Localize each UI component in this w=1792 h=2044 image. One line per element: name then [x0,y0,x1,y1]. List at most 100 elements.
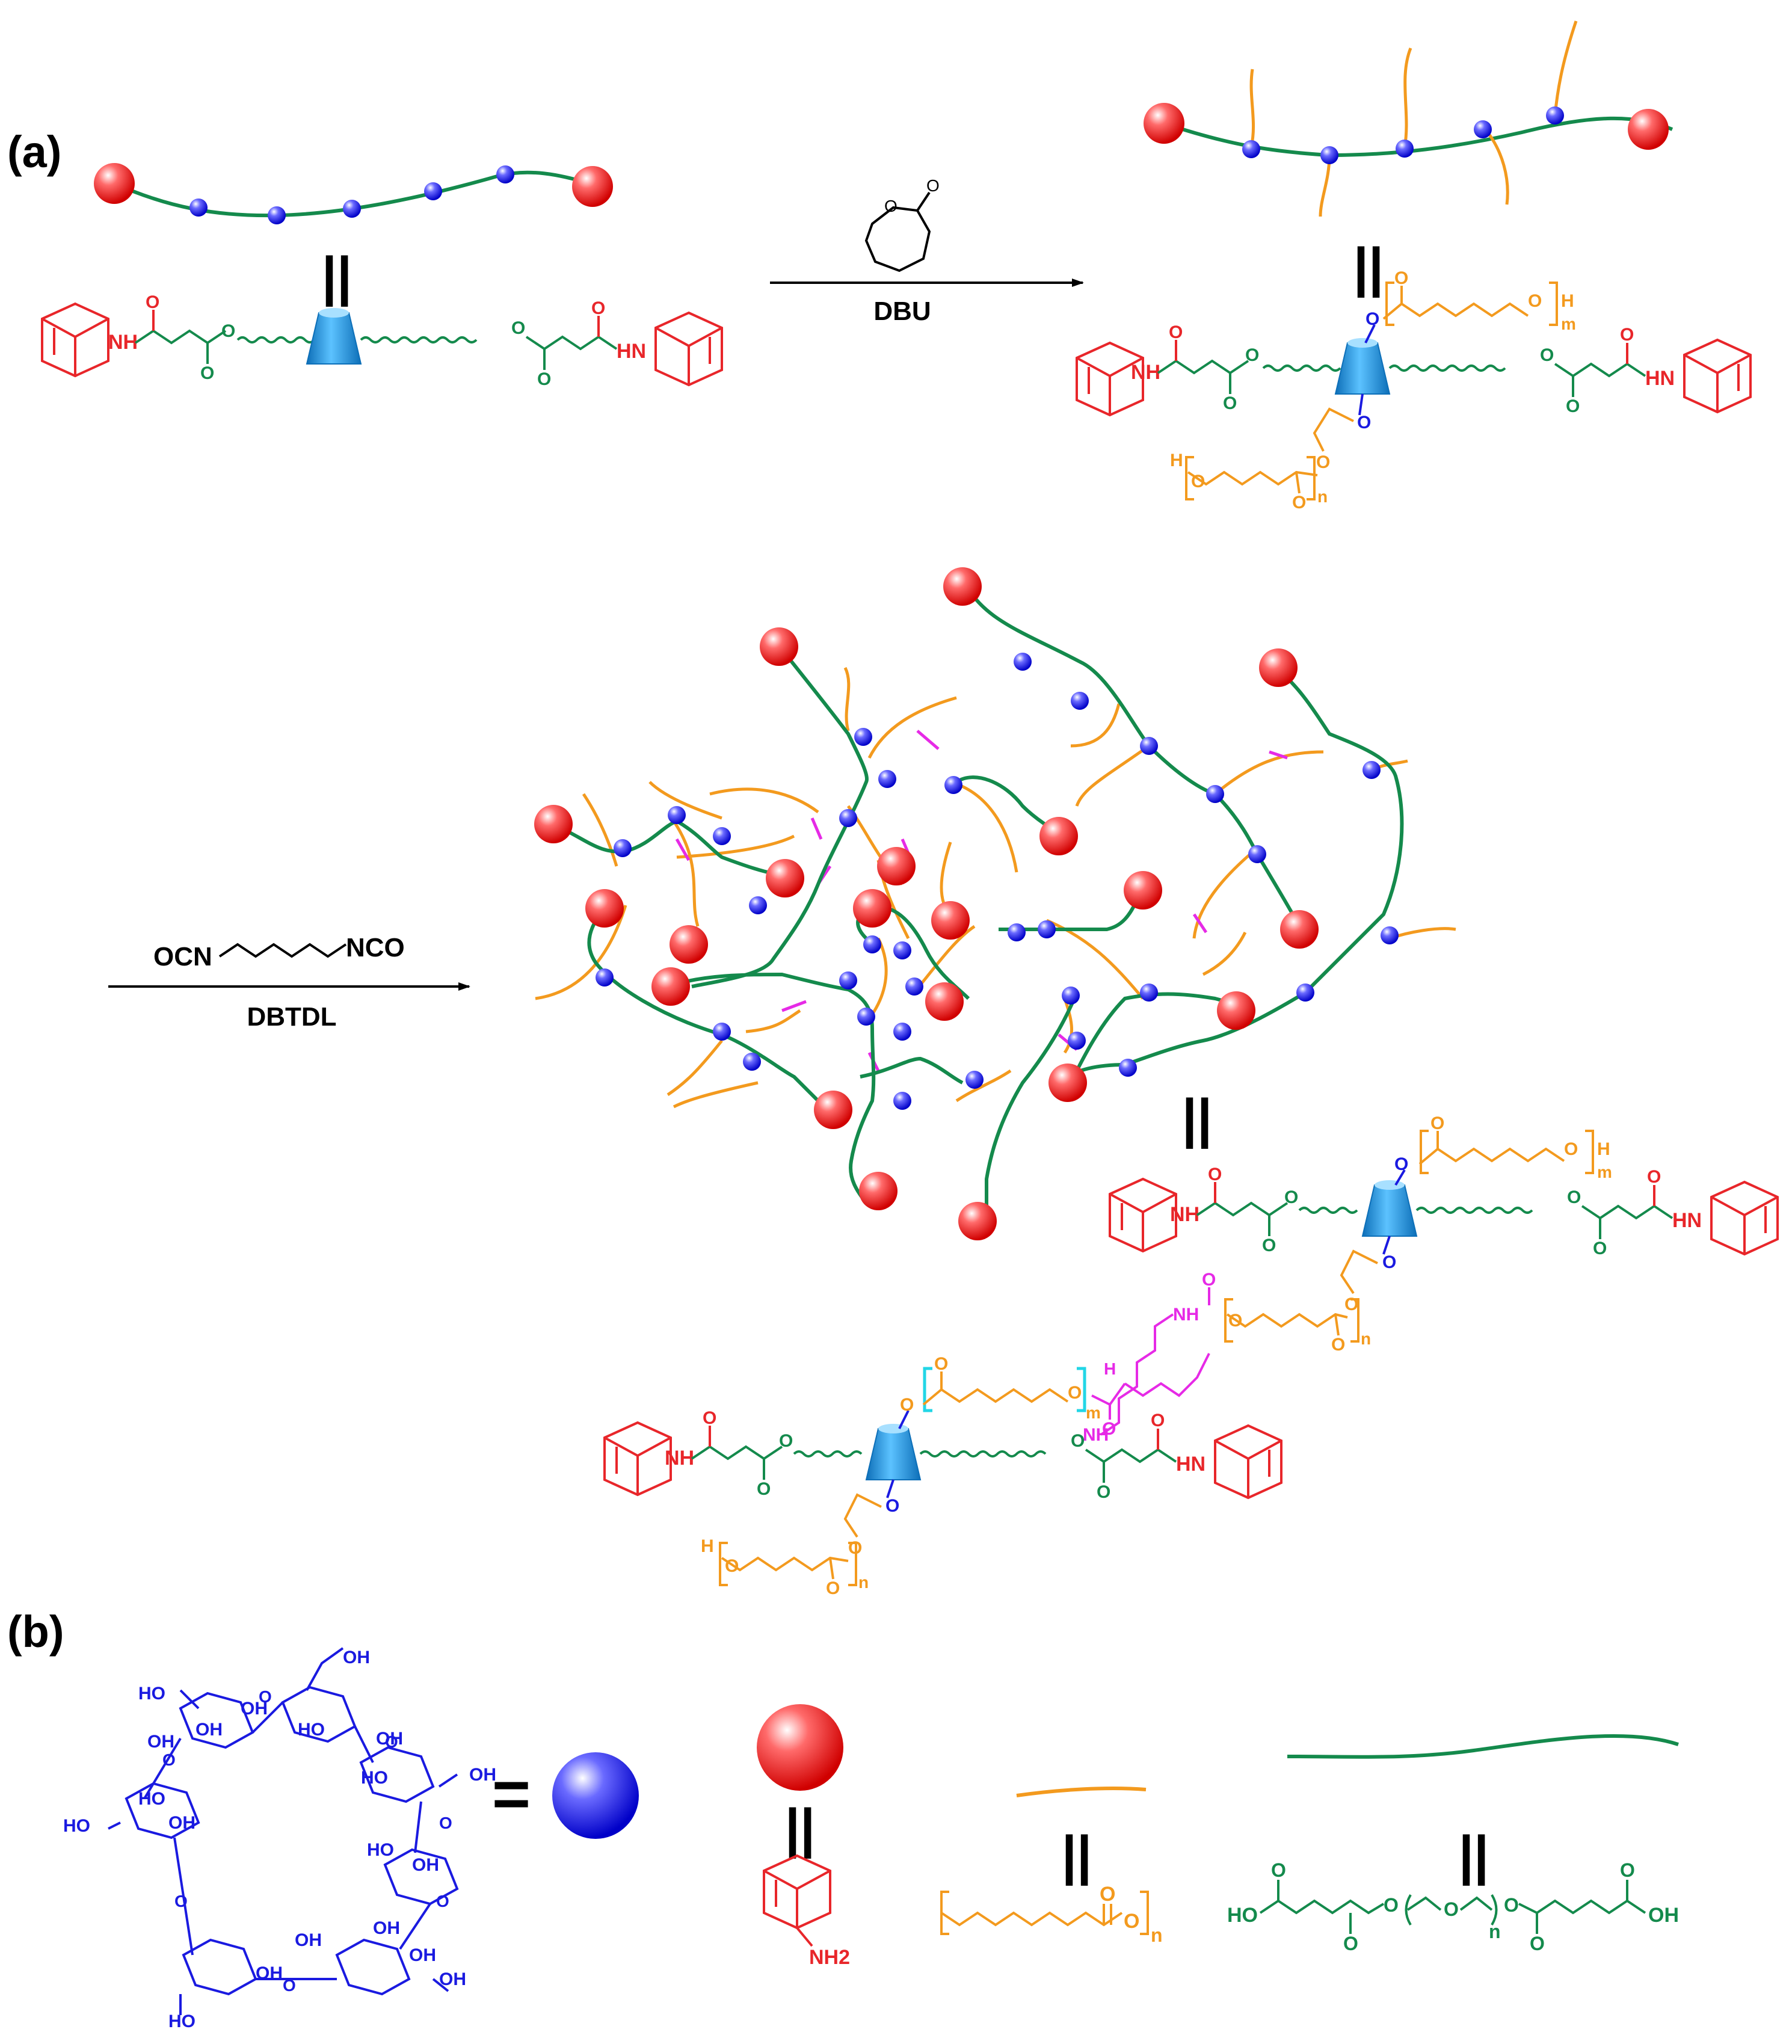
equals-sign: = [492,1757,531,1831]
cyclodextrin-bead [1140,737,1158,755]
peg-legend-repeat [1459,1896,1493,1911]
ester-o-label: O [1567,1187,1581,1207]
linker-o-label: O [1344,1294,1358,1314]
pcl-legend-line [1016,1787,1147,1797]
adamantane-stopper-sphere [1259,648,1298,687]
adamantane-stopper-sphere [853,889,891,928]
network-adamantane-spheres [534,567,1319,1240]
cd-oh-label: HO [298,1720,325,1740]
carbonyl-o-label: O [200,363,214,383]
cyclodextrin-bead [1242,140,1260,158]
pcl-bracket [719,1542,728,1586]
urethane-nh-label: NH [1173,1305,1199,1325]
cd-ring-o-label: O [259,1687,272,1706]
pcl-end-h-label: H [701,1536,714,1556]
cd-ring-o-label: O [385,1732,398,1751]
reagent-dbu: DBU [873,297,931,326]
cd-hydroxyl-labels: HO OH OH HO OH OH HO OH HO OH OH OH OH O… [63,1648,496,2031]
network-urethane-links [675,730,1288,1072]
adamantane-stopper-sphere [670,925,708,964]
pcl-bracket-cyan [1077,1367,1086,1412]
cyclodextrin-bead [343,200,361,218]
adamantane-stopper-sphere [859,1172,898,1210]
carbonyl-o-label: O [703,1408,716,1428]
cd-oh-label: OH [469,1765,496,1785]
pcl-legend-zigzag [940,1911,1123,1927]
cyclodextrin-bead [713,1023,731,1041]
reaction-step-1: O O DBU [770,176,1084,326]
peg-legend-repeat-paren [1491,1894,1498,1926]
peg-legend-chain-right [1518,1899,1646,1915]
cyclodextrin-bead [839,809,857,827]
peg-end-oh-label: OH [1648,1904,1679,1927]
cyclodextrin-bead [1362,761,1381,779]
carbonyl-o-label: O [757,1479,771,1499]
cd-oh-label: OH [241,1699,268,1719]
equivalence-symbol: || [1182,1089,1212,1150]
cd-ring-oxygen-labels: O O O O O O O [162,1687,452,1995]
cd-oh-label: OH [373,1918,400,1938]
cyclodextrin-bead [857,1008,875,1026]
adamantane-legend-sphere [757,1704,843,1791]
urethane-link [1269,750,1288,760]
urethane-bond [1109,1382,1126,1406]
network-pcl-chain [913,925,976,994]
equivalence-symbol: || [1062,1826,1092,1886]
carbonyl-o-label: O [146,292,159,312]
cd-o-bond [1358,393,1364,416]
repeat-subscript-n: n [1361,1329,1371,1348]
pcl-end-h-label: H [1561,291,1574,311]
network-pcl-chain [843,666,851,731]
lactone-carbonyl-o-label: O [926,176,940,195]
adamantane-stopper-sphere [814,1091,852,1129]
cd-oh-label: HO [63,1816,90,1836]
repeat-subscript-n: n [1151,1924,1163,1946]
cyclodextrin-bead [496,165,514,183]
urethane-h-label: H [1104,1359,1116,1378]
network-peg-backbone [1072,992,1241,1078]
adamantane-stopper-sphere [94,163,135,204]
cd-ether-o-label: O [1394,1154,1408,1174]
cd-oh-label: HO [138,1789,165,1809]
network-peg-backbone [961,576,1301,928]
peg-zigzag [793,1450,863,1458]
carbonyl-o-label: O [1620,325,1634,345]
pcl-carbonyl-o-label: O [1430,1113,1444,1133]
adamantane-cage [1710,1180,1779,1256]
amide-nh-label: NH [1131,361,1160,384]
carbonyl-o-label: O [1169,322,1183,342]
amide-hn-label: HN [1672,1209,1702,1232]
cd-oh-label: OH [409,1945,436,1965]
network-pcl-chain [648,781,722,820]
succinate-linker [691,1445,783,1461]
succinate-linker [1157,359,1249,375]
cd-ether-o-label: O [1382,1252,1396,1272]
cd-oh-label: OH [376,1729,403,1749]
repeat-subscript-m: m [1561,315,1576,333]
peg-zigzag [1415,1207,1533,1214]
repeat-subscript-m: m [1086,1403,1101,1422]
adamantane-stopper-sphere [651,967,690,1006]
peg-legend-line [1287,1734,1679,1759]
cyclodextrin-bead [1038,920,1056,938]
network-peg-backbone [667,972,876,1204]
cd-o-bond [1364,324,1376,343]
cd-ring-o-label: O [436,1892,449,1910]
peg-legend-repeat-paren [1405,1894,1412,1926]
pcl-legend-bracket [1140,1891,1149,1935]
cyclodextrin-bead [596,968,614,987]
adamantane-cage [654,311,723,387]
amide-hn-label: HN [617,340,646,363]
cd-ether-o-label: O [885,1496,899,1516]
network-pcl-chain [676,834,795,859]
peg-zigzag [1262,365,1341,372]
cyclodextrin-ring-top [1347,338,1378,348]
cyclodextrin-bead [424,182,442,200]
repeat-subscript-n: n [1489,1921,1501,1942]
cyclodextrin-bead [863,935,881,953]
cd-oh-label: OH [256,1963,283,1983]
cyclodextrin-bead [1206,785,1224,803]
repeat-subscript-n: n [1317,487,1328,506]
pcl-repeat-zigzag [1226,1313,1348,1328]
